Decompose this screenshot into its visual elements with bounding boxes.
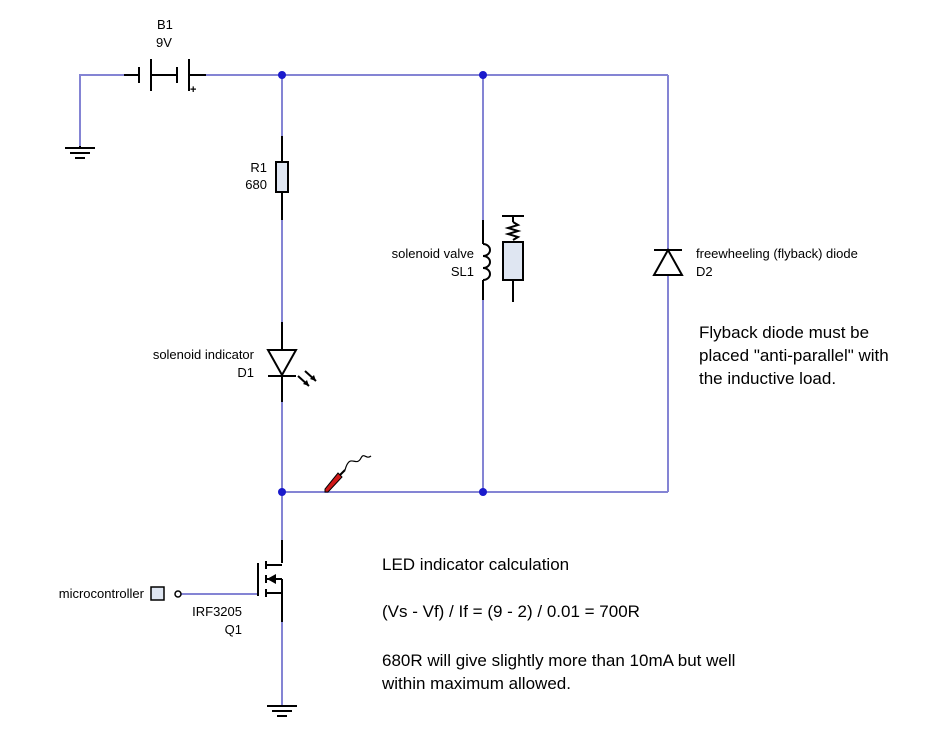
flyback-note-line: the inductive load. [699,369,837,388]
flyback-note: Flyback diode must be placed "anti-paral… [699,321,889,390]
calc-result: 680R will give slightly more than 10mA b… [382,649,735,695]
solenoid-sl1[interactable] [482,215,524,302]
mosfet-part-label: IRF3205 [192,604,242,619]
led-d1[interactable] [266,322,317,402]
calc-formula: (Vs - Vf) / If = (9 - 2) / 0.01 = 700R [382,602,640,621]
diode-name-label: freewheeling (flyback) diode [696,246,858,261]
flyback-diode-d2[interactable] [652,247,684,276]
battery-value-label: 9V [156,35,172,50]
ground-symbol-bottom [267,705,297,717]
diode-ref-label: D2 [696,264,713,279]
calc-result-line: 680R will give slightly more than 10mA b… [382,651,736,670]
flyback-note-line: Flyback diode must be [699,323,870,342]
resistor-ref-label: R1 [250,160,267,175]
led-name-label: solenoid indicator [152,347,254,362]
junction-node [479,488,487,496]
solenoid-ref-label: SL1 [450,264,474,279]
junction-node [278,488,286,496]
mosfet-q1[interactable] [257,540,283,622]
resistor-r1[interactable] [275,136,289,220]
flyback-note-line: placed "anti-parallel" with [699,346,889,365]
resistor-body [275,161,289,193]
battery-ref-label: B1 [157,17,173,32]
diode-triangle [652,247,684,276]
probe-icon[interactable] [324,455,372,493]
battery-plus-sign: + [190,84,196,96]
battery-b1[interactable]: + [124,59,206,96]
resistor-value-label: 680 [245,177,267,192]
junction-node [278,71,286,79]
light-emission-arrows-icon [297,370,317,387]
gate-terminal[interactable] [174,590,182,598]
ground-symbol-top [65,146,95,159]
led-ref-label: D1 [237,365,254,380]
calc-title: LED indicator calculation [382,555,570,574]
led-triangle [266,349,298,378]
junction-node [479,71,487,79]
mosfet-arrow-icon [267,574,276,584]
calc-result-line: within maximum allowed. [382,674,571,693]
solenoid-name-label: solenoid valve [391,246,474,261]
solenoid-spring [504,221,522,241]
solenoid-coil [482,243,491,281]
wire-ground-to-battery [79,74,124,146]
solenoid-plunger [502,241,524,281]
mosfet-ref-label: Q1 [224,622,242,637]
junction-nodes [278,71,487,496]
microcontroller-label: microcontroller [58,586,144,601]
microcontroller-input-box[interactable] [150,586,165,601]
